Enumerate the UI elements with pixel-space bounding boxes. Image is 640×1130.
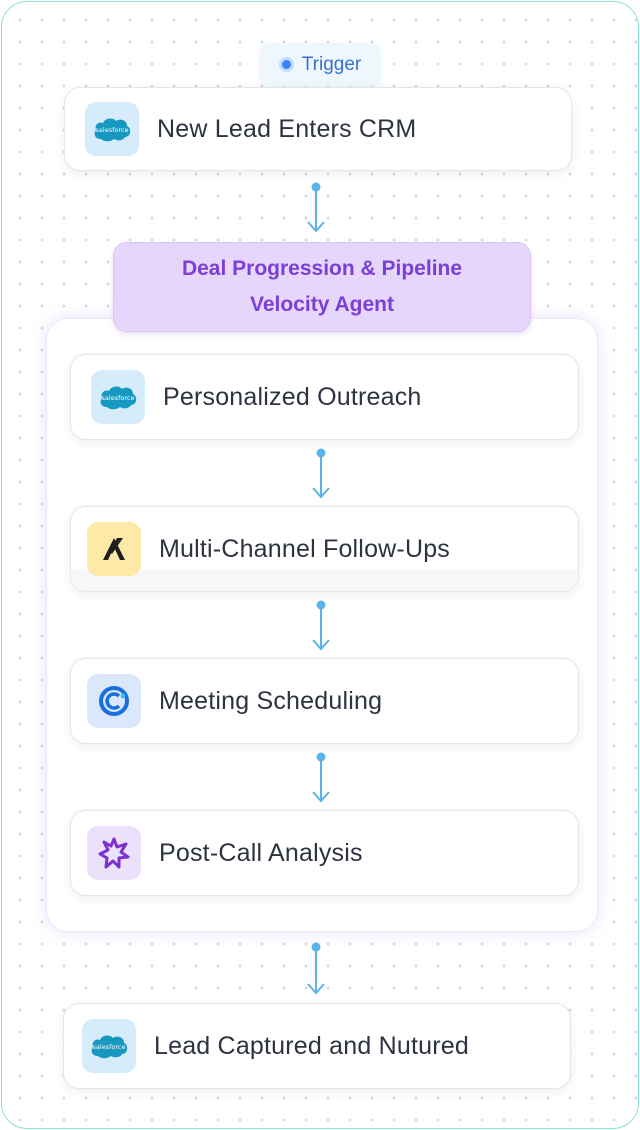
agent-title-line2: Velocity Agent (250, 293, 394, 316)
trigger-badge: Trigger (260, 43, 380, 86)
purple-burst-logo-icon (87, 826, 141, 880)
card-footer-strip (71, 569, 578, 591)
agent-title-line1: Deal Progression & Pipeline (181, 257, 463, 280)
salesforce-icon: salesforce (82, 1019, 136, 1073)
step-card-multi-channel-follow-ups[interactable]: Multi-Channel Follow-Ups (70, 506, 579, 592)
step-label: Personalized Outreach (163, 382, 422, 411)
trigger-dot-icon (278, 57, 294, 72)
agent-title-box: Deal Progression & Pipeline Velocity Age… (113, 242, 531, 332)
connector-arrow (307, 942, 325, 995)
salesforce-icon: salesforce (85, 102, 139, 156)
step-card-lead-captured[interactable]: salesforce Lead Captured and Nutured (63, 1003, 571, 1089)
abstract-a-logo-icon (87, 522, 141, 576)
svg-text:salesforce: salesforce (96, 126, 129, 134)
step-label: Post-Call Analysis (159, 838, 363, 867)
step-card-personalized-outreach[interactable]: salesforce Personalized Outreach (70, 354, 579, 440)
step-label: New Lead Enters CRM (157, 114, 417, 143)
step-card-new-lead[interactable]: salesforce New Lead Enters CRM (64, 87, 572, 171)
connector-arrow (312, 752, 330, 803)
connector-arrow (307, 182, 325, 233)
step-card-meeting-scheduling[interactable]: Meeting Scheduling (70, 658, 579, 744)
connector-arrow (312, 448, 330, 499)
trigger-label: Trigger (301, 53, 362, 75)
connector-arrow (312, 600, 330, 651)
calendly-icon (87, 674, 141, 728)
svg-text:salesforce: salesforce (93, 1043, 126, 1051)
svg-text:salesforce: salesforce (102, 394, 135, 402)
step-label: Meeting Scheduling (159, 686, 383, 715)
step-label: Multi-Channel Follow-Ups (159, 534, 451, 563)
salesforce-icon: salesforce (91, 370, 145, 424)
step-label: Lead Captured and Nutured (154, 1031, 469, 1060)
step-card-post-call-analysis[interactable]: Post-Call Analysis (70, 810, 579, 896)
